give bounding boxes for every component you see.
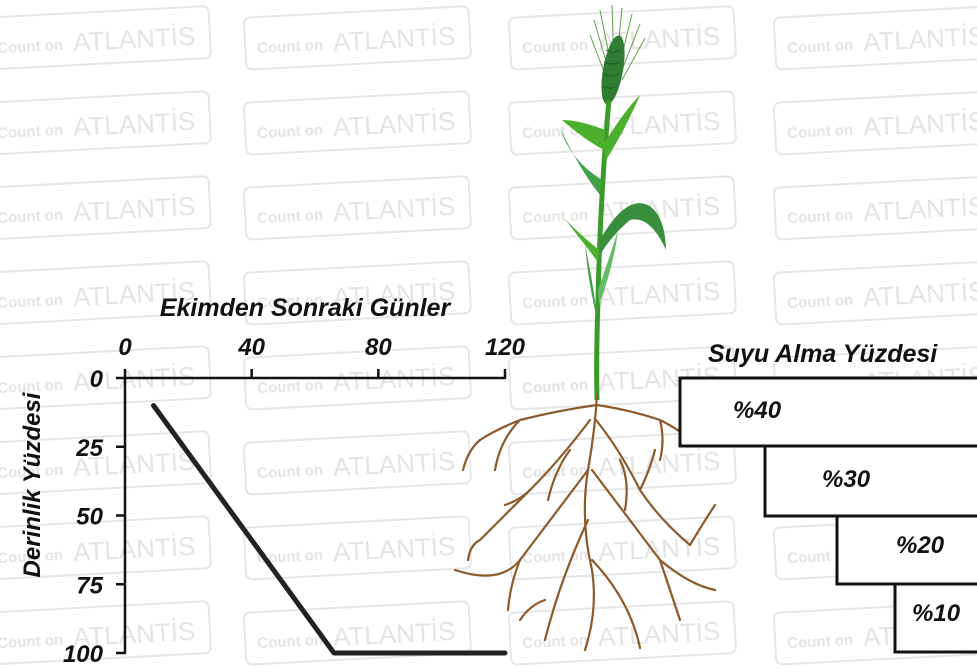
y-axis-label: Derinlik Yüzdesi xyxy=(19,391,46,577)
y-tick-label: 0 xyxy=(90,366,104,393)
water-uptake-title: Suyu Alma Yüzdesi xyxy=(708,340,937,369)
y-tick-label: 75 xyxy=(76,572,103,599)
x-tick-label: 40 xyxy=(237,334,265,361)
uptake-level-10: %10 xyxy=(912,600,960,628)
root-depth-line xyxy=(154,406,506,654)
x-tick-label: 120 xyxy=(485,334,526,361)
uptake-level-20: %20 xyxy=(896,532,944,560)
y-tick-label: 50 xyxy=(76,504,103,531)
y-tick-label: 100 xyxy=(63,641,104,668)
uptake-level-30: %30 xyxy=(822,466,870,494)
uptake-level-40: %40 xyxy=(733,397,781,425)
chart-title: Ekimden Sonraki Günler xyxy=(160,294,452,322)
x-tick-label: 80 xyxy=(365,334,392,361)
y-tick-label: 25 xyxy=(75,435,103,462)
x-tick-label: 0 xyxy=(118,334,132,361)
wheat-plant xyxy=(455,5,715,650)
